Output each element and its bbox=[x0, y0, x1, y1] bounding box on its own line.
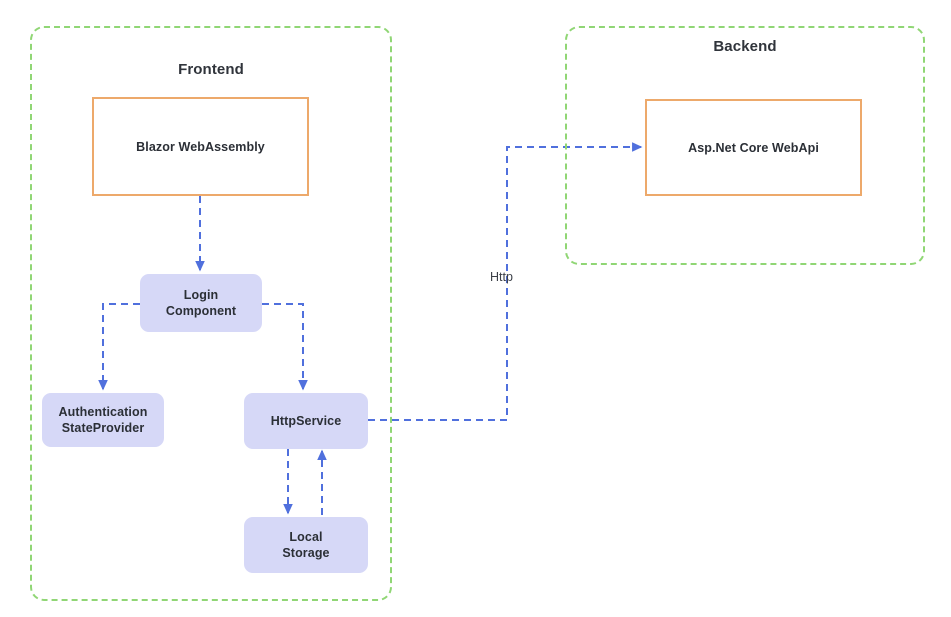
node-local-storage-label: Local Storage bbox=[282, 529, 329, 562]
group-backend-title: Backend bbox=[713, 38, 777, 55]
group-frontend-title: Frontend bbox=[178, 61, 244, 78]
node-http-service-label: HttpService bbox=[270, 413, 342, 428]
node-login-component-label: Login Component bbox=[166, 287, 236, 320]
node-login-component[interactable]: Login Component bbox=[140, 274, 262, 332]
node-authentication-state-provider-label: Authentication StateProvider bbox=[59, 404, 148, 437]
group-backend: Backend bbox=[565, 26, 925, 265]
node-authentication-state-provider[interactable]: Authentication StateProvider bbox=[42, 393, 164, 447]
node-http-service[interactable]: HttpService bbox=[244, 393, 368, 449]
node-authentication-state-provider-label-line1: Authentication bbox=[58, 404, 148, 419]
node-blazor-webassembly-label: Blazor WebAssembly bbox=[136, 139, 265, 154]
node-aspnet-core-webapi-label: Asp.Net Core WebApi bbox=[688, 140, 819, 155]
group-frontend: Frontend bbox=[30, 26, 392, 601]
node-local-storage[interactable]: Local Storage bbox=[244, 517, 368, 573]
edge-label-http: Http bbox=[490, 270, 513, 284]
node-local-storage-label-line2: Storage bbox=[282, 546, 330, 560]
node-local-storage-label-line1: Local bbox=[289, 529, 323, 544]
node-authentication-state-provider-label-line2: StateProvider bbox=[61, 421, 145, 435]
node-login-component-label-line2: Component bbox=[165, 304, 237, 318]
node-blazor-webassembly[interactable]: Blazor WebAssembly bbox=[92, 97, 309, 196]
node-aspnet-core-webapi[interactable]: Asp.Net Core WebApi bbox=[645, 99, 862, 196]
node-login-component-label-line1: Login bbox=[183, 287, 219, 302]
